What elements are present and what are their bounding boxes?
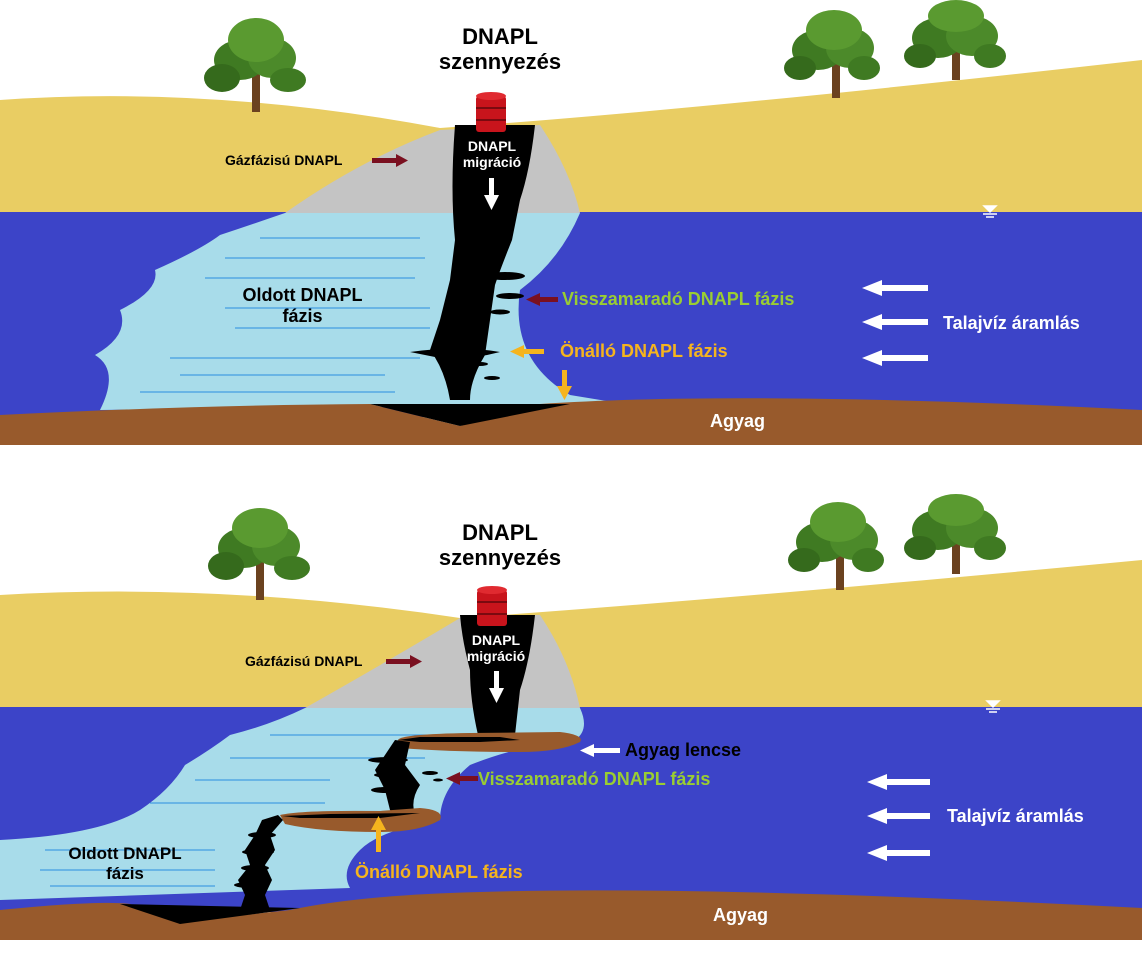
arrow-icon [867, 845, 930, 861]
residual-dnapl-blobs [368, 757, 443, 793]
dissolved-line-1: Oldott DNAPL [68, 844, 182, 863]
gas-phase-label: Gázfázisú DNAPL [245, 653, 363, 669]
migration-label: DNAPL migráció [440, 138, 544, 170]
dnapl-clay-pool [120, 904, 300, 924]
barrel-icon [476, 92, 506, 132]
dissolved-plume [0, 708, 584, 900]
dnapl-on-upper-lens [398, 737, 520, 742]
title-line-2: szennyezés [438, 49, 562, 75]
groundwater-flow-label: Talajvíz áramlás [943, 313, 1080, 333]
gas-phase-label: Gázfázisú DNAPL [225, 152, 343, 168]
free-phase-label: Önálló DNAPL fázis [560, 341, 728, 361]
free-phase-down-arrow-icon [557, 370, 572, 400]
diagram-panel-1: DNAPL szennyezés Gázfázisú DNAPL DNAPL m… [0, 0, 1142, 450]
plume-lines [140, 237, 430, 393]
free-phase-label: Önálló DNAPL fázis [355, 862, 523, 882]
migration-line-1: DNAPL [467, 138, 517, 154]
migration-line-2: migráció [466, 648, 526, 665]
tree-icon [904, 0, 1006, 80]
arrow-icon [862, 314, 928, 330]
tree-icon [788, 502, 884, 590]
free-phase-arrow-icon [371, 816, 386, 852]
migration-line-1: DNAPL [471, 632, 521, 648]
residual-arrow-icon [526, 293, 558, 306]
groundwater-flow-label: Talajvíz áramlás [947, 806, 1084, 826]
water-table-icon [985, 700, 1001, 713]
arrow-icon [862, 350, 928, 366]
clay-lens-label: Agyag lencse [625, 740, 742, 760]
dissolved-label: Oldott DNAPL fázis [220, 285, 385, 326]
arrow-icon [867, 808, 930, 824]
dissolved-label: Oldott DNAPL fázis [45, 844, 205, 883]
clay-label: Agyag [710, 411, 766, 431]
title-line-2: szennyezés [438, 545, 562, 571]
clay-layer [0, 890, 1142, 940]
residual-arrow-icon [446, 772, 478, 785]
flow-arrows [867, 774, 930, 861]
dnapl-migration-body [430, 125, 535, 400]
gas-arrow-icon [386, 655, 422, 668]
clay-label: Agyag [713, 905, 769, 925]
clay-layer [0, 398, 1142, 445]
flow-arrows [862, 280, 928, 366]
dissolved-line-1: Oldott DNAPL [242, 285, 363, 305]
dnapl-clay-pool [370, 404, 570, 426]
sand-layer [0, 60, 1142, 213]
tree-icon [208, 508, 310, 600]
residual-label: Visszamaradó DNAPL fázis [478, 769, 711, 789]
water-table-icon [982, 205, 998, 218]
dissolved-line-2: fázis [282, 305, 323, 326]
residual-dnapl-blobs [472, 272, 525, 380]
panel-2-illustration [0, 494, 1142, 940]
title: DNAPL szennyezés [400, 24, 600, 75]
tree-icon [204, 18, 306, 112]
migration-line-2: migráció [462, 154, 522, 171]
migration-arrow-icon [484, 178, 499, 210]
clay-lens-arrow-icon [580, 744, 620, 757]
lower-residual-blobs [234, 832, 276, 888]
arrow-icon [862, 280, 928, 296]
migration-label: DNAPL migráció [444, 632, 548, 664]
sand-layer [0, 560, 1142, 708]
dnapl-on-lower-lens [282, 813, 420, 818]
dissolved-line-2: fázis [106, 863, 144, 883]
gas-arrow-icon [372, 154, 408, 167]
arrow-icon [867, 774, 930, 790]
diagram-panel-2: DNAPL szennyezés Gázfázisú DNAPL DNAPL m… [0, 490, 1142, 968]
free-phase-pool [410, 348, 500, 359]
title-line-1: DNAPL [462, 520, 538, 545]
tree-icon [904, 494, 1006, 574]
residual-label: Visszamaradó DNAPL fázis [562, 289, 795, 309]
free-phase-arrow-icon [510, 345, 544, 358]
migration-arrow-icon [489, 671, 504, 703]
tree-icon [784, 10, 880, 98]
title: DNAPL szennyezés [400, 520, 600, 571]
barrel-icon [477, 586, 507, 626]
title-line-1: DNAPL [462, 24, 538, 49]
panel-1-illustration [0, 0, 1142, 445]
